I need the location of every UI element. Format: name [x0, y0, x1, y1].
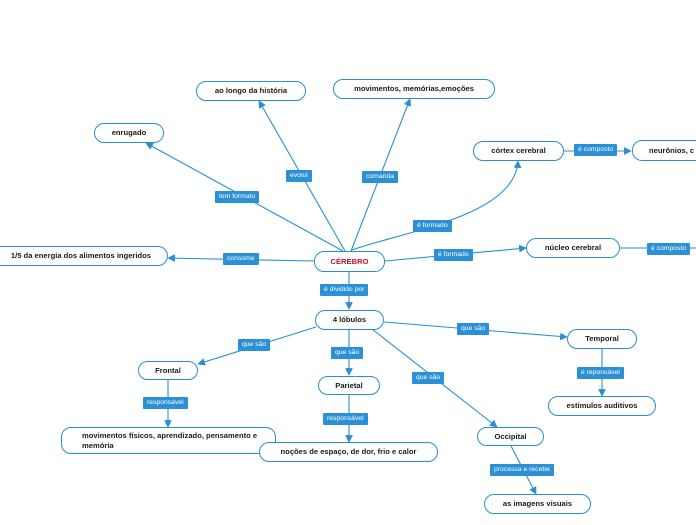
node-historia[interactable]: ao longo da história — [196, 81, 306, 101]
label-e-reponsavel[interactable]: é reponsável — [577, 367, 624, 379]
node-frontal[interactable]: Frontal — [138, 361, 198, 380]
node-enrugado[interactable]: enrugado — [94, 123, 164, 143]
label-e-composto-cortex[interactable]: é composto — [574, 144, 618, 156]
node-estimulos[interactable]: estímulos auditivos — [548, 396, 656, 416]
link-line-cortex — [351, 160, 522, 251]
node-occipital[interactable]: Occipital — [477, 427, 544, 446]
node-lobulos[interactable]: 4 lóbulos — [315, 310, 384, 330]
node-energia[interactable]: 1/5 da energia dos alimentos ingeridos — [0, 246, 168, 266]
label-que-sao-occipital[interactable]: que são — [412, 372, 445, 384]
label-e-formado-nucleo[interactable]: é formado — [434, 249, 473, 261]
label-dividido[interactable]: é dividido por — [320, 284, 369, 296]
label-responsavel-frontal[interactable]: responsável — [143, 397, 188, 409]
label-comanda[interactable]: comanda — [362, 171, 398, 183]
node-temporal[interactable]: Temporal — [567, 329, 637, 349]
node-nocoes[interactable]: noções de espaço, de dor, frio e calor — [259, 442, 438, 462]
label-que-sao-frontal[interactable]: que são — [238, 339, 271, 351]
node-neuronios[interactable]: neurônios, c — [632, 140, 696, 161]
label-consome[interactable]: consome — [223, 253, 259, 265]
label-tem-formato[interactable]: tem formato — [215, 191, 260, 203]
node-imagens[interactable]: as imagens visuais — [484, 494, 591, 514]
node-parietal[interactable]: Parietal — [318, 376, 380, 395]
node-mov-fisicos[interactable]: movimentos físicos, aprendizado, pensame… — [61, 427, 276, 454]
label-processa[interactable]: processa e recebe — [490, 464, 554, 476]
node-nucleo[interactable]: núcleo cerebral — [526, 238, 620, 258]
node-cerebro[interactable]: CÉREBRO — [314, 251, 385, 272]
label-responsavel-parietal[interactable]: responsável — [323, 413, 368, 425]
label-e-formado-cortex[interactable]: é formado — [413, 220, 452, 232]
node-movimentos[interactable]: movimentos, memórias,emoções — [333, 79, 495, 99]
label-evolui[interactable]: evolui — [286, 170, 312, 182]
label-que-sao-parietal[interactable]: que são — [331, 347, 364, 359]
label-e-composto-nucleo[interactable]: é composto — [647, 243, 691, 255]
node-cortex[interactable]: córtex cerebral — [473, 141, 564, 161]
label-que-sao-temporal[interactable]: que são — [457, 323, 490, 335]
